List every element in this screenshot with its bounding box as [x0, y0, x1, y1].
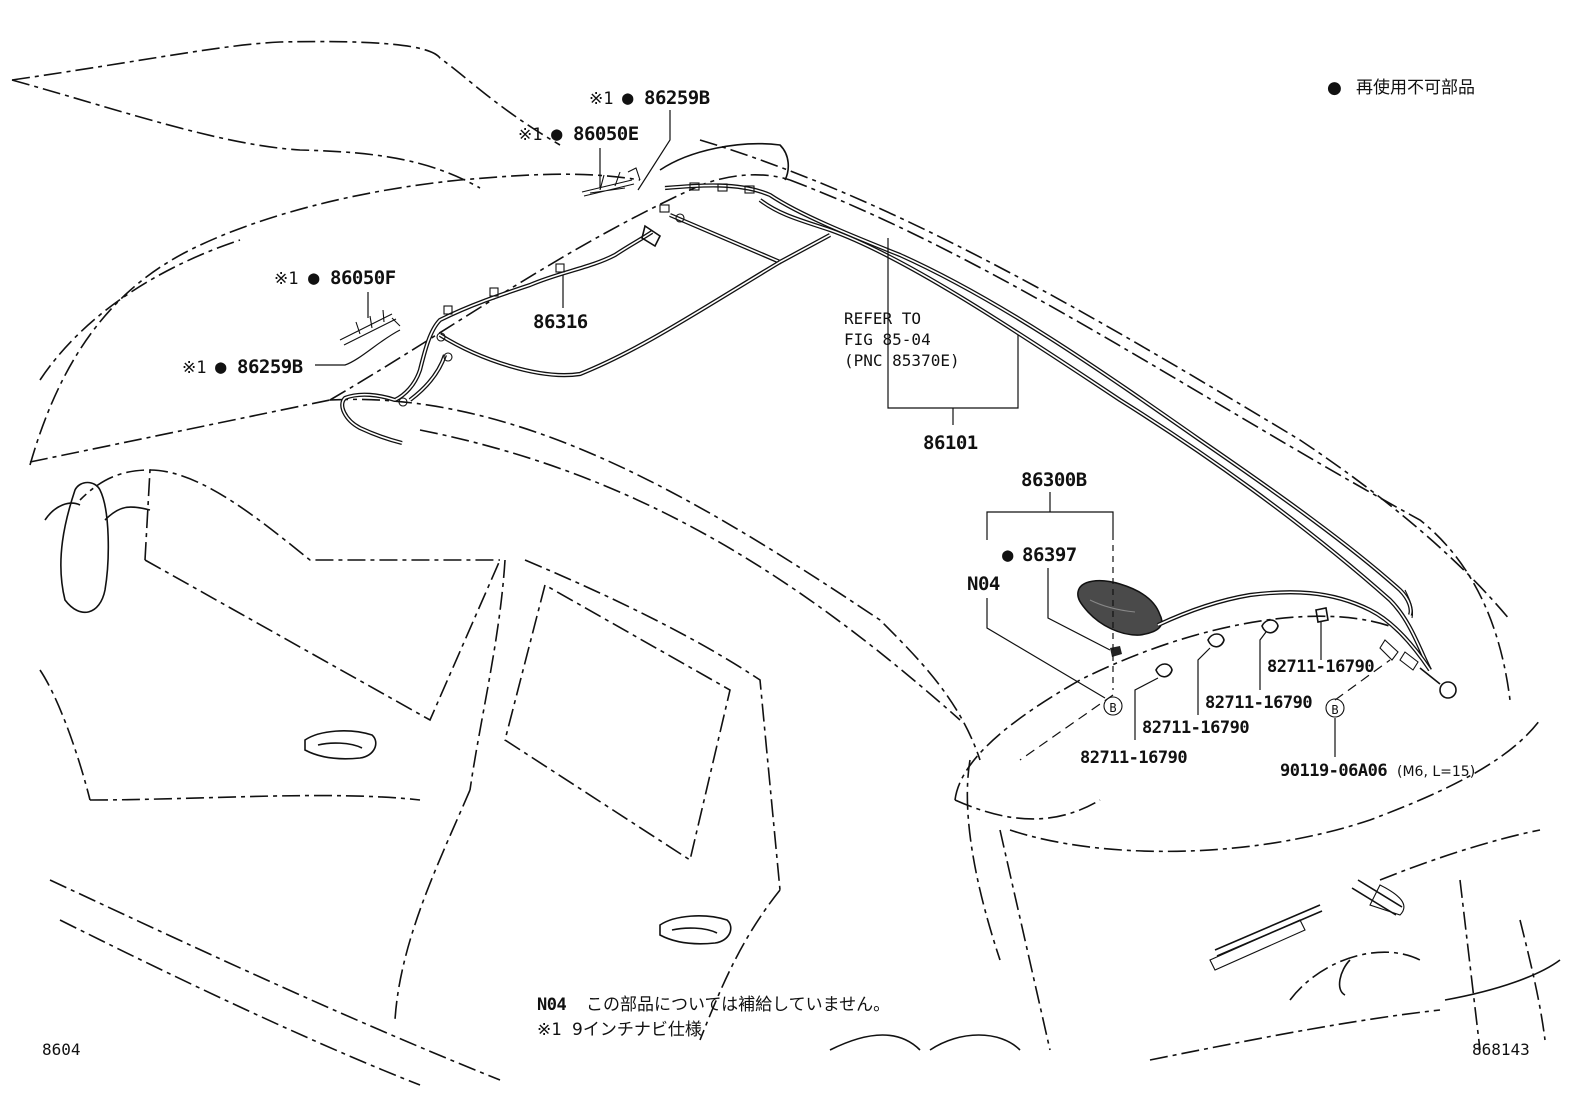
legend-symbol: ●	[1327, 78, 1342, 98]
svg-text:※1: ※1	[589, 89, 613, 109]
svg-text:※1: ※1	[518, 125, 542, 145]
svg-text:9インチナビ仕様: 9インチナビ仕様	[572, 1020, 702, 1040]
svg-text:86259B: 86259B	[644, 87, 710, 109]
roof-harness-86101	[438, 182, 1457, 699]
label-86259B-top: ※1 ● 86259B	[589, 87, 710, 109]
label-86101: 86101	[923, 432, 978, 454]
label-86050F: ※1 ● 86050F	[274, 267, 396, 289]
svg-text:86397: 86397	[1022, 544, 1077, 566]
label-86300B: 86300B	[1021, 469, 1087, 491]
clip-parts	[1155, 607, 1329, 678]
svg-text:この部品については補給していません。: この部品については補給していません。	[586, 995, 890, 1015]
svg-text:●: ●	[308, 267, 320, 289]
film-antenna-86050F	[339, 309, 401, 346]
antenna-cord-86316	[340, 224, 662, 446]
svg-text:※1: ※1	[182, 358, 206, 378]
footer-right-code: 868143	[1472, 1040, 1530, 1059]
legend: ● 再使用不可部品	[1327, 77, 1475, 98]
marker-b-left: B	[1103, 696, 1123, 716]
svg-text:●: ●	[1002, 544, 1014, 566]
note-n04: N04 この部品については補給していません。	[537, 995, 890, 1015]
svg-text:※1: ※1	[274, 269, 298, 289]
svg-text:●: ●	[622, 87, 634, 109]
svg-text:90119-06A06: 90119-06A06	[1280, 761, 1387, 781]
svg-text:(PNC 85370E): (PNC 85370E)	[844, 351, 960, 370]
label-clip-2: 82711-16790	[1142, 718, 1249, 738]
svg-text:(M6, L=15): (M6, L=15)	[1397, 764, 1475, 780]
film-antenna-86050E	[581, 167, 641, 197]
leader-lines	[315, 110, 1391, 761]
car-visible-edges	[44, 142, 1561, 1051]
svg-text:N04: N04	[537, 995, 566, 1015]
svg-text:86050E: 86050E	[573, 123, 639, 145]
marker-b-right: B	[1325, 698, 1345, 718]
legend-text: 再使用不可部品	[1356, 77, 1475, 98]
label-86259B-left: ※1 ● 86259B	[182, 356, 303, 378]
label-86050E: ※1 ● 86050E	[518, 123, 639, 145]
svg-text:※1: ※1	[537, 1020, 561, 1040]
svg-text:86259B: 86259B	[237, 356, 303, 378]
nut-86397-part	[1110, 646, 1122, 657]
footer-left-code: 8604	[42, 1040, 81, 1059]
label-clip-3: 82711-16790	[1205, 693, 1312, 713]
svg-text:●: ●	[551, 123, 563, 145]
label-86316: 86316	[533, 311, 588, 333]
car-body-outline	[11, 40, 1546, 1086]
label-clip-1: 82711-16790	[1080, 748, 1187, 768]
label-bolt: 90119-06A06 (M6, L=15)	[1280, 761, 1475, 781]
label-clip-4: 82711-16790	[1267, 657, 1374, 677]
note-star1: ※1 9インチナビ仕様	[537, 1020, 702, 1040]
shark-fin-antenna-86300B	[1077, 579, 1432, 672]
svg-text:REFER TO: REFER TO	[844, 309, 921, 328]
svg-text:86050F: 86050F	[330, 267, 396, 289]
svg-text:B: B	[1331, 703, 1338, 717]
label-86397: ● 86397	[1002, 544, 1077, 566]
svg-text:FIG 85-04: FIG 85-04	[844, 330, 931, 349]
svg-text:B: B	[1109, 701, 1116, 715]
svg-text:●: ●	[215, 356, 227, 378]
label-refer: REFER TO FIG 85-04 (PNC 85370E)	[844, 309, 960, 370]
label-N04: N04	[967, 573, 1000, 595]
